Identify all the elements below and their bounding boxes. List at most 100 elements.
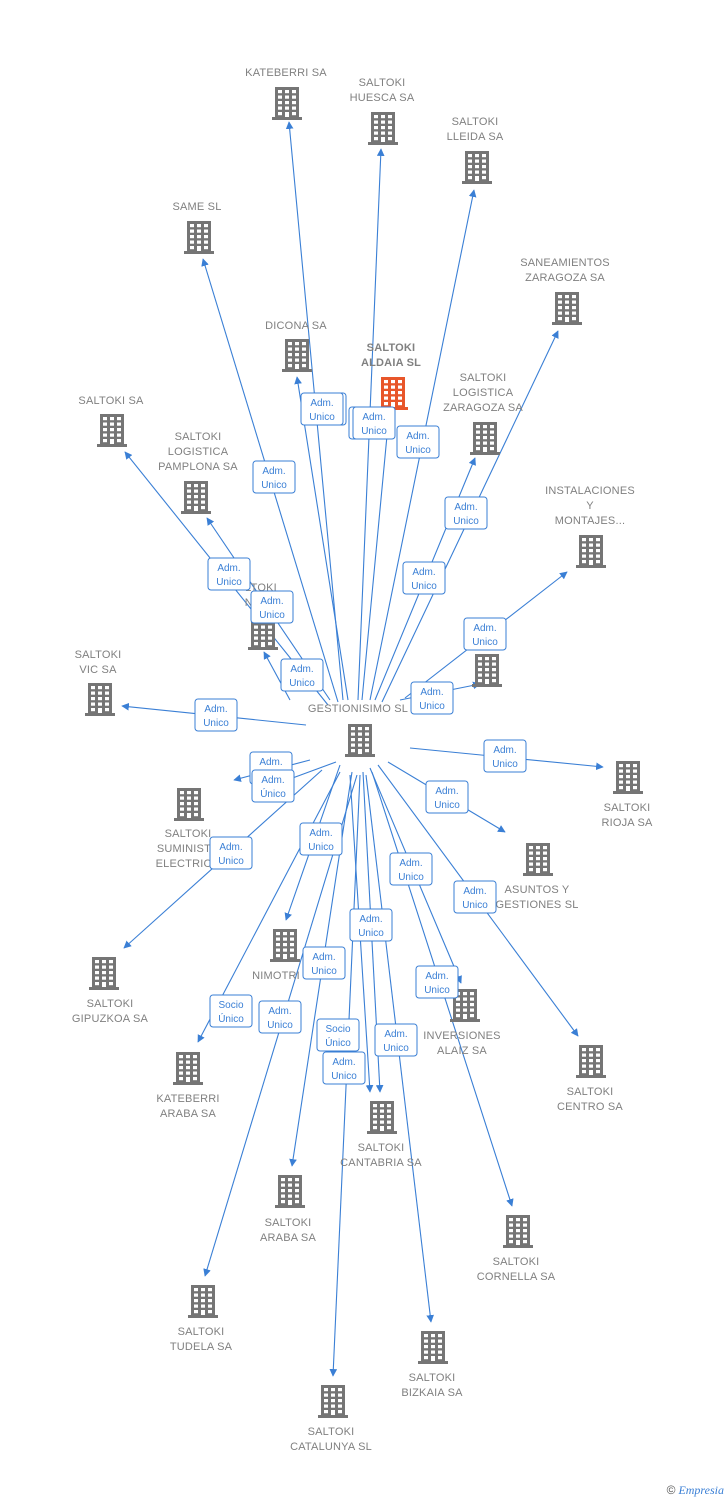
building-icon[interactable] — [275, 1175, 305, 1208]
company-label-bizkaia-line: BIZKAIA SA — [401, 1387, 463, 1399]
building-icon[interactable] — [472, 654, 502, 687]
building-icon[interactable] — [613, 761, 643, 794]
edge-role-box — [251, 769, 295, 803]
building-icon[interactable] — [174, 788, 204, 821]
building-icon[interactable] — [367, 1101, 397, 1134]
building-icon[interactable] — [470, 422, 500, 455]
edge-role-line: Unico — [261, 480, 287, 491]
company-label-aldaia-line: ALDAIA SL — [361, 357, 421, 369]
edge-role-badge[interactable]: Adm.Unico — [483, 739, 527, 773]
building-icon[interactable] — [89, 957, 119, 990]
edge-role-line: Unico — [361, 426, 387, 437]
edge-role-badge[interactable]: Adm.Unico — [396, 425, 440, 459]
building-icon[interactable] — [184, 221, 214, 254]
edge-role-text: Adm.Unico — [383, 1029, 409, 1054]
edge-role-badge[interactable]: Adm.Unico — [415, 965, 459, 999]
edge-role-badge[interactable]: Adm.Unico — [463, 617, 507, 651]
building-icon[interactable] — [523, 843, 553, 876]
building-icon[interactable] — [462, 151, 492, 184]
edge-role-line: Adm. — [463, 886, 486, 897]
edge-role-line: Unico — [358, 928, 384, 939]
brand-name: Empresia — [678, 1483, 724, 1497]
edge-role-line: Unico — [419, 701, 445, 712]
building-icon[interactable] — [270, 929, 300, 962]
edge-role-badge[interactable]: Adm.Unico — [280, 658, 324, 692]
edge-role-line: Adm. — [309, 828, 332, 839]
company-label-logpamplona-line: SALTOKI — [175, 431, 222, 443]
edge-role-line: Unico — [308, 842, 334, 853]
company-label-cantabria-line: CANTABRIA SA — [340, 1157, 422, 1169]
footer-brand[interactable]: © Empresia — [667, 1483, 724, 1498]
edge-role-box — [207, 557, 251, 591]
edge-role-badge[interactable]: Adm.Unico — [389, 852, 433, 886]
edge-role-badge[interactable]: Adm.Unico — [410, 681, 454, 715]
hub-building-icon[interactable] — [345, 724, 375, 757]
building-icon[interactable] — [85, 683, 115, 716]
edge-role-badge[interactable]: Adm.Unico — [402, 561, 446, 595]
edge-role-line: Adm. — [425, 971, 448, 982]
edge-role-text: Adm. Unico — [308, 828, 334, 853]
edge-role-box — [302, 946, 346, 980]
edge-role-text: Adm.Unico — [289, 664, 315, 689]
edge-role-box — [402, 561, 446, 595]
building-icon[interactable] — [282, 339, 312, 372]
edge-role-text: Adm.Unico — [259, 596, 285, 621]
edge-role-text: Adm.Unico — [434, 786, 460, 811]
edge-role-badge[interactable]: Adm.Unico — [444, 496, 488, 530]
edge-role-badge[interactable]: Adm.Unico — [252, 460, 296, 494]
edge-role-badge[interactable]: Adm.Unico — [209, 836, 253, 870]
edge-role-badge[interactable]: Adm.Unico — [250, 590, 294, 624]
company-label-centro-line: SALTOKI — [567, 1086, 614, 1098]
hub-label-line: GESTIONISIMO SL — [308, 703, 408, 715]
edge-role-box — [209, 836, 253, 870]
building-icon[interactable] — [272, 87, 302, 120]
edge-role-box — [322, 1051, 366, 1085]
building-icon[interactable] — [181, 481, 211, 514]
highlighted-building-icon[interactable] — [378, 377, 408, 410]
company-label-logzaragoza-line: ZARAGOZA SA — [443, 402, 523, 414]
building-icon[interactable] — [173, 1052, 203, 1085]
edge-role-box — [252, 460, 296, 494]
building-icon[interactable] — [188, 1285, 218, 1318]
edge-role-badge[interactable]: Adm.Unico — [207, 557, 251, 591]
building-icon[interactable] — [503, 1215, 533, 1248]
edge-role-line: Unico — [411, 581, 437, 592]
building-icon[interactable] — [576, 535, 606, 568]
edge-role-badge[interactable]: Adm.Unico — [300, 392, 344, 426]
building-icon[interactable] — [552, 292, 582, 325]
edge-role-badge[interactable]: Adm.Único — [251, 769, 295, 803]
company-label-logzaragoza-line: SALTOKI — [460, 372, 507, 384]
building-icon[interactable] — [368, 112, 398, 145]
edge-role-text: Adm.Unico — [462, 886, 488, 911]
building-icon[interactable] — [97, 414, 127, 447]
company-label-suministros-line: SUMINISTR — [157, 843, 219, 855]
company-label-catalunya-line: SALTOKI — [308, 1426, 355, 1438]
edge-role-line: Adm. — [359, 914, 382, 925]
edge-role-badge[interactable]: Adm. Unico — [299, 822, 343, 856]
edge-role-badge[interactable]: Adm.Unico — [425, 780, 469, 814]
company-label-araba-line: ARABA SA — [260, 1232, 316, 1244]
edge-role-badge[interactable]: Adm.Unico — [194, 698, 238, 732]
building-icon[interactable] — [418, 1331, 448, 1364]
edge-role-badge[interactable]: Adm.Unico — [352, 406, 396, 440]
edge-role-badge[interactable]: Adm.Unico — [374, 1023, 418, 1057]
building-icon[interactable] — [318, 1385, 348, 1418]
edge-role-badge[interactable]: Adm.Unico — [258, 1000, 302, 1034]
edge-role-badge[interactable]: Adm. Unico — [349, 908, 393, 942]
edge-role-badge[interactable]: Adm.Unico — [302, 946, 346, 980]
building-icon[interactable] — [576, 1045, 606, 1078]
edge-role-text: Adm.Unico — [424, 971, 450, 996]
edge-role-box — [410, 681, 454, 715]
edge-role-badge[interactable]: Adm.Unico — [322, 1051, 366, 1085]
company-label-instalaciones-line: MONTAJES... — [555, 515, 625, 527]
company-label-kateberriaraba-line: KATEBERRI — [156, 1093, 219, 1105]
edge-role-badge[interactable]: Adm.Unico — [453, 880, 497, 914]
